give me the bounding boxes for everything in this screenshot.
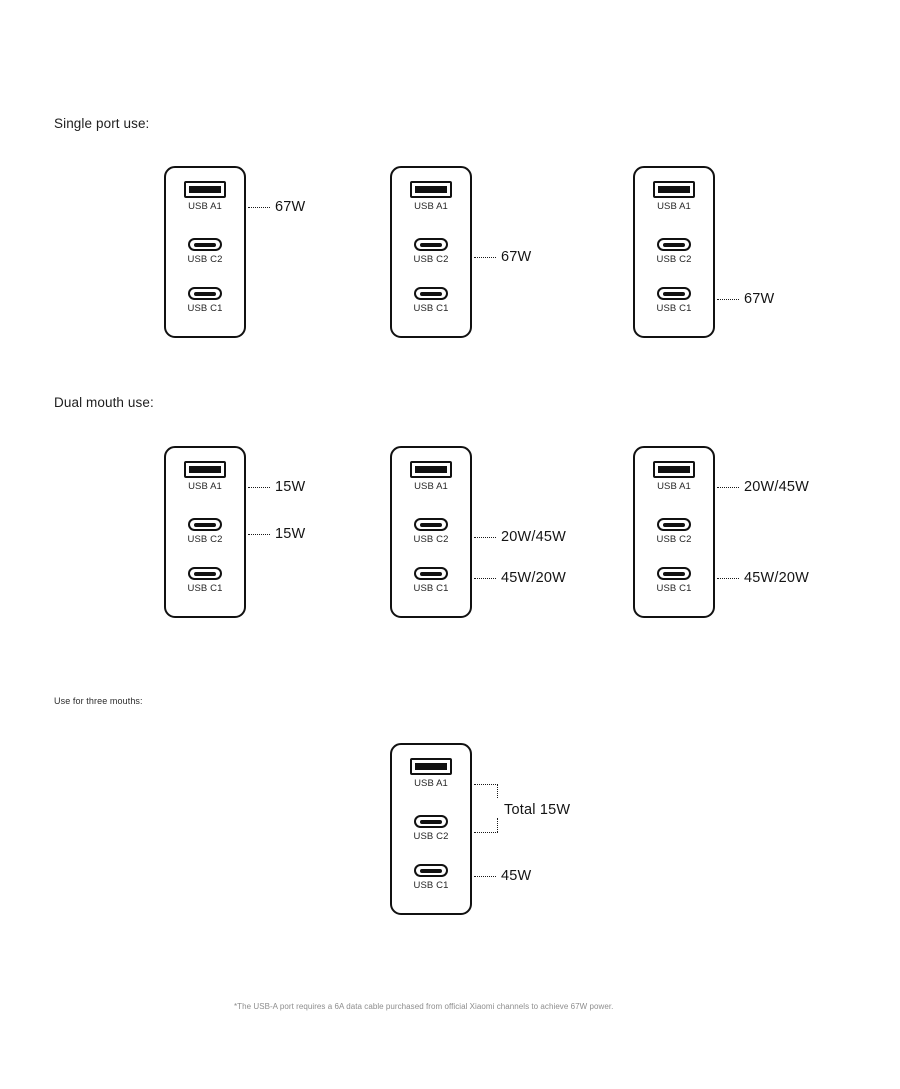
usb-a-port-icon xyxy=(410,758,452,775)
port-group-a1: USB A1 xyxy=(635,181,713,212)
port-group-a1: USB A1 xyxy=(635,461,713,492)
leader-line-triple-c1 xyxy=(474,876,496,877)
port-label-c1: USB C1 xyxy=(187,303,223,314)
leader-line-dual-2-c2 xyxy=(474,537,496,538)
callout-single-1-a1: 67W xyxy=(275,199,306,215)
usb-c-port-icon xyxy=(188,238,222,251)
callout-dual-2-c1: 45W/20W xyxy=(501,570,567,586)
charger-single-3: USB A1 USB C2 USB C1 xyxy=(633,166,715,338)
callout-single-3-c1: 67W xyxy=(744,291,775,307)
leader-line-single-2-c2 xyxy=(474,257,496,258)
leader-bracket-bottom-triple xyxy=(497,818,498,832)
callout-dual-3-c1: 45W/20W xyxy=(744,570,810,586)
port-label-a1: USB A1 xyxy=(188,481,222,492)
usb-c-port-icon xyxy=(414,864,448,877)
port-group-c1: USB C1 xyxy=(392,287,470,314)
port-label-c2: USB C2 xyxy=(656,254,692,265)
port-group-a1: USB A1 xyxy=(166,461,244,492)
leader-line-dual-1-a1 xyxy=(248,487,270,488)
port-label-c2: USB C2 xyxy=(413,254,449,265)
port-label-a1: USB A1 xyxy=(657,481,691,492)
port-group-c2: USB C2 xyxy=(635,238,713,265)
section-heading-dual-port: Dual mouth use: xyxy=(54,395,154,410)
leader-line-single-1-a1 xyxy=(248,207,270,208)
callout-dual-1-c2: 15W xyxy=(275,526,306,542)
leader-line-dual-2-c1 xyxy=(474,578,496,579)
port-label-c1: USB C1 xyxy=(413,880,449,891)
port-label-a1: USB A1 xyxy=(657,201,691,212)
port-group-a1: USB A1 xyxy=(392,758,470,789)
port-label-a1: USB A1 xyxy=(414,201,448,212)
callout-dual-3-a1: 20W/45W xyxy=(744,479,810,495)
port-group-c2: USB C2 xyxy=(392,815,470,842)
port-label-c1: USB C1 xyxy=(656,303,692,314)
section-heading-single-port: Single port use: xyxy=(54,116,150,131)
usb-c-port-icon xyxy=(188,567,222,580)
usb-a-port-icon xyxy=(410,461,452,478)
leader-line-single-3-c1 xyxy=(717,299,739,300)
callout-triple-c1: 45W xyxy=(501,868,532,884)
leader-line-dual-3-c1 xyxy=(717,578,739,579)
port-label-c1: USB C1 xyxy=(187,583,223,594)
port-label-a1: USB A1 xyxy=(414,481,448,492)
port-group-c2: USB C2 xyxy=(392,518,470,545)
usb-c-port-icon xyxy=(414,287,448,300)
usb-c-port-icon xyxy=(657,287,691,300)
port-label-c2: USB C2 xyxy=(413,831,449,842)
callout-single-2-c2: 67W xyxy=(501,249,532,265)
port-label-c2: USB C2 xyxy=(187,254,223,265)
leader-bracket-top-triple xyxy=(497,784,498,798)
usb-c-port-icon xyxy=(657,238,691,251)
usb-a-port-icon xyxy=(653,181,695,198)
port-group-c1: USB C1 xyxy=(392,864,470,891)
usb-a-port-icon xyxy=(184,461,226,478)
charger-single-1: USB A1 USB C2 USB C1 xyxy=(164,166,246,338)
usb-c-port-icon xyxy=(414,518,448,531)
charger-dual-2: USB A1 USB C2 USB C1 xyxy=(390,446,472,618)
charger-dual-1: USB A1 USB C2 USB C1 xyxy=(164,446,246,618)
port-label-c2: USB C2 xyxy=(656,534,692,545)
section-heading-triple-port: Use for three mouths: xyxy=(54,696,143,706)
port-group-c2: USB C2 xyxy=(635,518,713,545)
port-label-a1: USB A1 xyxy=(188,201,222,212)
usb-c-port-icon xyxy=(188,518,222,531)
port-label-c2: USB C2 xyxy=(413,534,449,545)
usb-c-port-icon xyxy=(657,518,691,531)
leader-line-triple-a1 xyxy=(474,784,498,785)
port-label-c2: USB C2 xyxy=(187,534,223,545)
port-group-c1: USB C1 xyxy=(166,567,244,594)
leader-line-dual-1-c2 xyxy=(248,534,270,535)
port-label-c1: USB C1 xyxy=(413,303,449,314)
charger-dual-3: USB A1 USB C2 USB C1 xyxy=(633,446,715,618)
port-group-c2: USB C2 xyxy=(392,238,470,265)
usb-c-port-icon xyxy=(414,238,448,251)
usb-c-port-icon xyxy=(188,287,222,300)
callout-triple-combined: Total 15W xyxy=(504,802,571,818)
usb-c-port-icon xyxy=(414,567,448,580)
port-group-c1: USB C1 xyxy=(392,567,470,594)
port-group-a1: USB A1 xyxy=(392,461,470,492)
usb-a-port-icon xyxy=(184,181,226,198)
leader-line-dual-3-a1 xyxy=(717,487,739,488)
leader-line-triple-c2 xyxy=(474,832,498,833)
port-group-a1: USB A1 xyxy=(166,181,244,212)
usb-a-port-icon xyxy=(653,461,695,478)
usb-c-port-icon xyxy=(414,815,448,828)
port-label-c1: USB C1 xyxy=(656,583,692,594)
usb-a-port-icon xyxy=(410,181,452,198)
port-group-c2: USB C2 xyxy=(166,238,244,265)
port-group-a1: USB A1 xyxy=(392,181,470,212)
callout-dual-1-a1: 15W xyxy=(275,479,306,495)
charger-single-2: USB A1 USB C2 USB C1 xyxy=(390,166,472,338)
charger-triple-1: USB A1 USB C2 USB C1 xyxy=(390,743,472,915)
footnote-text: *The USB-A port requires a 6A data cable… xyxy=(234,1002,614,1011)
port-group-c2: USB C2 xyxy=(166,518,244,545)
usb-c-port-icon xyxy=(657,567,691,580)
port-group-c1: USB C1 xyxy=(635,287,713,314)
port-label-a1: USB A1 xyxy=(414,778,448,789)
port-group-c1: USB C1 xyxy=(166,287,244,314)
port-label-c1: USB C1 xyxy=(413,583,449,594)
port-group-c1: USB C1 xyxy=(635,567,713,594)
callout-dual-2-c2: 20W/45W xyxy=(501,529,567,545)
